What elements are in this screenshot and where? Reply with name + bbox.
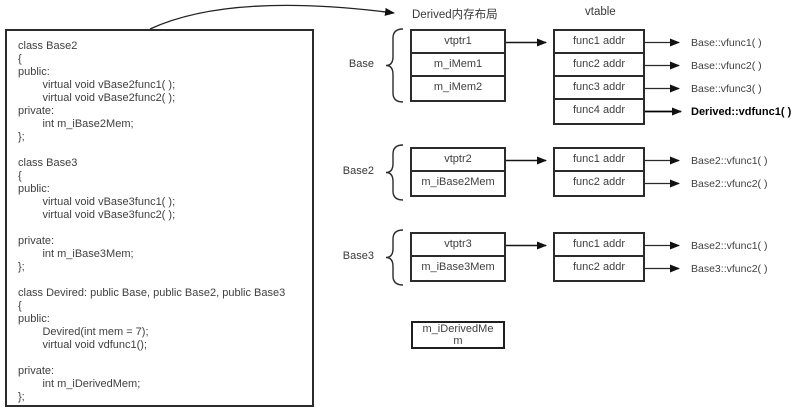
derived-member-box: m_iDerivedMem bbox=[411, 321, 505, 349]
target-label-base2-vfunc2: Base2::vfunc2( ) bbox=[691, 177, 768, 190]
vtable-box-base3: func1 addr func2 addr bbox=[553, 232, 645, 282]
vtable-cell-func3-addr: func3 addr bbox=[555, 77, 643, 100]
target-label-base-vfunc2: Base::vfunc2( ) bbox=[691, 59, 762, 72]
vtable-cell-func4-addr: func4 addr bbox=[573, 104, 625, 116]
vtable-title: vtable bbox=[585, 6, 616, 18]
vtable-cell-func2-addr: func2 addr bbox=[573, 261, 625, 273]
code-to-layout-arrow bbox=[149, 4, 395, 30]
memory-cell-m-imem2: m_iMem2 bbox=[433, 81, 483, 93]
memory-box-base: vtptr1 m_iMem1 m_iMem2 bbox=[410, 29, 506, 102]
code-panel: class Base2 { public: virtual void vBase… bbox=[5, 29, 314, 407]
memory-box-base2: vtptr2 m_iBase2Mem bbox=[410, 147, 506, 197]
vtable-cell-func1-addr: func1 addr bbox=[555, 149, 643, 172]
vtable-cell-func1-addr: func1 addr bbox=[555, 234, 643, 257]
target-label-base3-row1: Base2::vfunc1( ) bbox=[691, 239, 768, 252]
vtable-cell-func2-addr: func2 addr bbox=[555, 54, 643, 77]
memory-cell-vtptr1: vtptr1 bbox=[412, 31, 504, 54]
vtable-cell-func1-addr: func1 addr bbox=[555, 31, 643, 54]
target-label-base-vfunc3: Base::vfunc3( ) bbox=[691, 82, 762, 95]
base-brace bbox=[385, 28, 404, 103]
vtable-box-base2: func1 addr func2 addr bbox=[553, 147, 645, 197]
base2-brace bbox=[385, 144, 404, 201]
memory-layout-title: Derived内存布局 bbox=[412, 9, 498, 21]
memory-cell-vtptr2: vtptr2 bbox=[412, 149, 504, 172]
block-label-base3: Base3 bbox=[342, 250, 374, 262]
memory-cell-m-imem1: m_iMem1 bbox=[412, 54, 504, 77]
target-label-base-vfunc1: Base::vfunc1( ) bbox=[691, 36, 762, 49]
base3-brace bbox=[385, 229, 404, 286]
target-label-base2-vfunc1: Base2::vfunc1( ) bbox=[691, 154, 768, 167]
memory-cell-m-ibase3mem: m_iBase3Mem bbox=[421, 261, 495, 273]
block-label-base2: Base2 bbox=[342, 165, 374, 177]
block-label-base: Base bbox=[348, 58, 374, 70]
memory-cell-m-ibase2mem: m_iBase2Mem bbox=[421, 176, 495, 188]
target-label-derived-vdfunc1: Derived::vdfunc1( ) bbox=[691, 105, 792, 118]
memory-box-base3: vtptr3 m_iBase3Mem bbox=[410, 232, 506, 282]
target-label-base3-row2: Base3::vfunc2( ) bbox=[691, 262, 768, 275]
vtable-cell-func2-addr: func2 addr bbox=[573, 176, 625, 188]
memory-cell-vtptr3: vtptr3 bbox=[412, 234, 504, 257]
vtable-box-base: func1 addr func2 addr func3 addr func4 a… bbox=[553, 29, 645, 125]
